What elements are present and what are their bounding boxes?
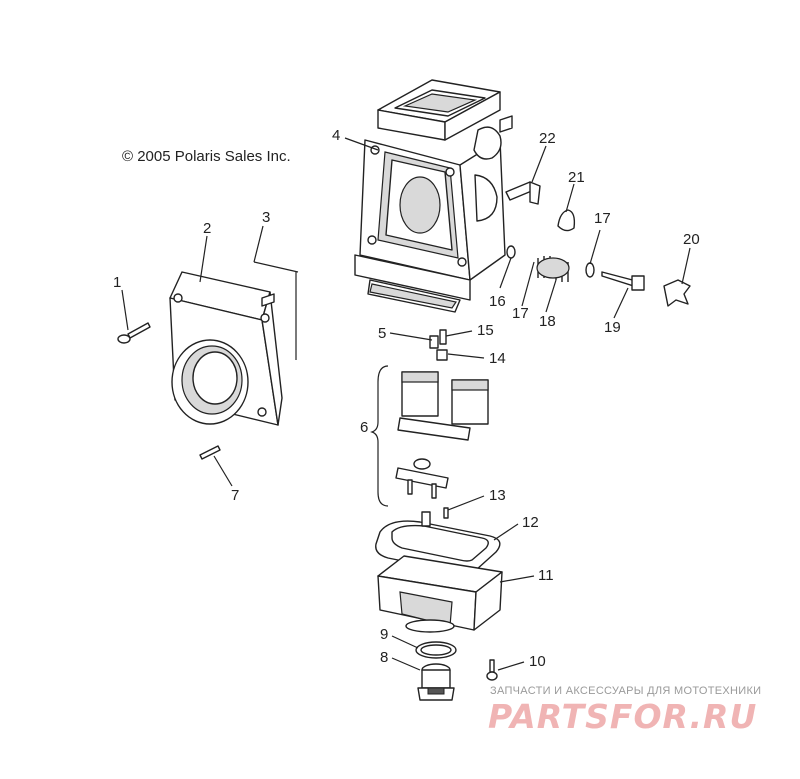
needle-19: [601, 271, 645, 291]
callout-4: 4: [332, 127, 340, 144]
callout-19: 19: [604, 319, 621, 336]
washer-17: [585, 262, 595, 278]
callout-15: 15: [477, 322, 494, 339]
callout-6: 6: [360, 419, 368, 436]
callout-21: 21: [568, 169, 585, 186]
screw-1: [117, 322, 151, 344]
spring-18: [536, 256, 570, 282]
float-bowl: [377, 555, 503, 633]
o-ring-9: [415, 641, 457, 659]
fitting-22: [505, 181, 541, 205]
copyright-text: © 2005 Polaris Sales Inc.: [122, 148, 291, 165]
jet-15: [439, 329, 447, 345]
jet-14: [436, 349, 448, 361]
callout-18: 18: [539, 313, 556, 330]
knob-20: [663, 279, 691, 307]
watermark-brand: PARTSFOR.RU: [488, 697, 757, 736]
watermark-subtitle: ЗАПЧАСТИ И АКСЕССУАРЫ ДЛЯ МОТОТЕХНИКИ: [490, 685, 761, 697]
drain-fitting-8: [417, 663, 455, 701]
callout-12: 12: [522, 514, 539, 531]
pin-7: [199, 445, 221, 460]
leader-lines: [121, 137, 691, 671]
callout-3: 3: [262, 209, 270, 226]
callout-20: 20: [683, 231, 700, 248]
callout-17a: 17: [512, 305, 529, 322]
washer-16: [506, 245, 516, 259]
callout-10: 10: [529, 653, 546, 670]
float-assembly: [370, 365, 489, 507]
callout-11: 11: [538, 567, 554, 584]
callout-labels: 1 2 3 4 5 6 7 8 9 10 11 12 13 14 15 16 1…: [113, 127, 700, 670]
callout-2: 2: [203, 220, 211, 237]
callout-17b: 17: [594, 210, 611, 227]
callout-9: 9: [380, 626, 388, 643]
callout-14: 14: [489, 350, 506, 367]
callout-5: 5: [378, 325, 386, 342]
callout-7: 7: [231, 487, 239, 504]
callout-16: 16: [489, 293, 506, 310]
watermark: ЗАПЧАСТИ И АКСЕССУАРЫ ДЛЯ МОТОТЕХНИКИ PA…: [488, 685, 761, 736]
gasket-strip: [253, 261, 299, 360]
callout-1: 1: [113, 274, 121, 291]
screw-10: [486, 659, 498, 681]
jet-5: [429, 335, 439, 349]
intake-adapter: [169, 271, 283, 426]
carburetor-body: [354, 79, 513, 313]
screw-13: [443, 507, 449, 519]
callout-8: 8: [380, 649, 388, 666]
callout-13: 13: [489, 487, 506, 504]
callout-22: 22: [539, 130, 556, 147]
cap-21: [557, 209, 576, 232]
